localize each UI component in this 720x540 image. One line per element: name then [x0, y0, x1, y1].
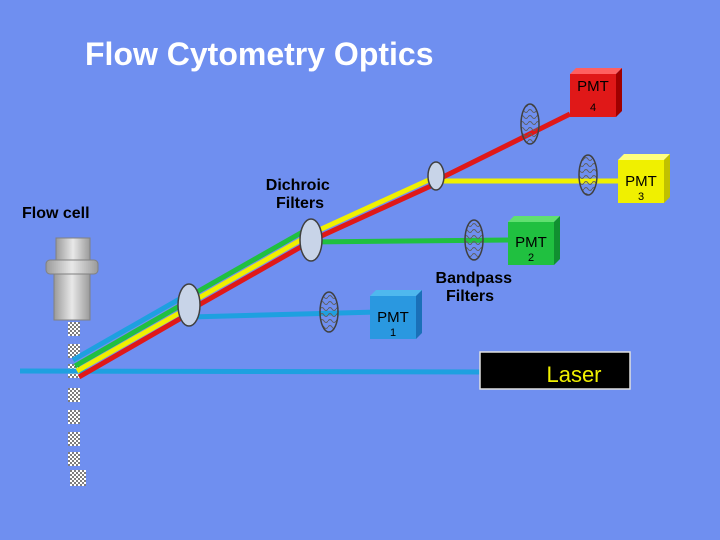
pmt-3-number: 3 — [638, 191, 644, 203]
pmt-3-label: PMT — [625, 173, 657, 190]
bandpass-filter-4 — [520, 103, 540, 145]
laser-label: Laser — [546, 362, 601, 387]
flow-cell — [45, 237, 99, 321]
laser-source: Laser — [479, 351, 631, 390]
dichroic-filter-2 — [299, 218, 323, 262]
laser-beam — [19, 368, 491, 375]
pmt-1-number: 1 — [390, 327, 396, 339]
pmt-4-label: PMT — [577, 78, 609, 95]
dichroic-filter-1 — [177, 283, 201, 327]
bandpass-filter-1 — [319, 291, 339, 333]
pmt-1-label: PMT — [377, 309, 409, 326]
sample-stream — [68, 322, 86, 486]
pmt-1: PMT 1 — [370, 290, 422, 339]
bandpass-filters-label: Bandpass Filters — [436, 270, 517, 305]
beam-segment-2 — [188, 227, 308, 313]
pmt-2: PMT 2 — [508, 216, 560, 265]
blue-branch — [189, 309, 379, 320]
dichroic-filters-label: Dichroic Filters — [266, 177, 334, 212]
pmt-4-number: 4 — [590, 102, 596, 114]
beam-segment-3 — [304, 175, 435, 246]
red-branch — [431, 111, 572, 185]
pmt-3: PMT 3 — [618, 154, 670, 203]
pmt-2-number: 2 — [528, 252, 534, 264]
scatter-beam — [71, 290, 192, 380]
pmt-2-label: PMT — [515, 234, 547, 251]
dichroic-filter-3 — [427, 161, 445, 191]
bandpass-filter-2 — [464, 219, 484, 261]
flow-cell-label: Flow cell — [22, 205, 90, 222]
page-title: Flow Cytometry Optics — [85, 36, 434, 72]
bandpass-filter-3 — [578, 154, 598, 196]
pmt-4: PMT 4 — [570, 68, 622, 117]
